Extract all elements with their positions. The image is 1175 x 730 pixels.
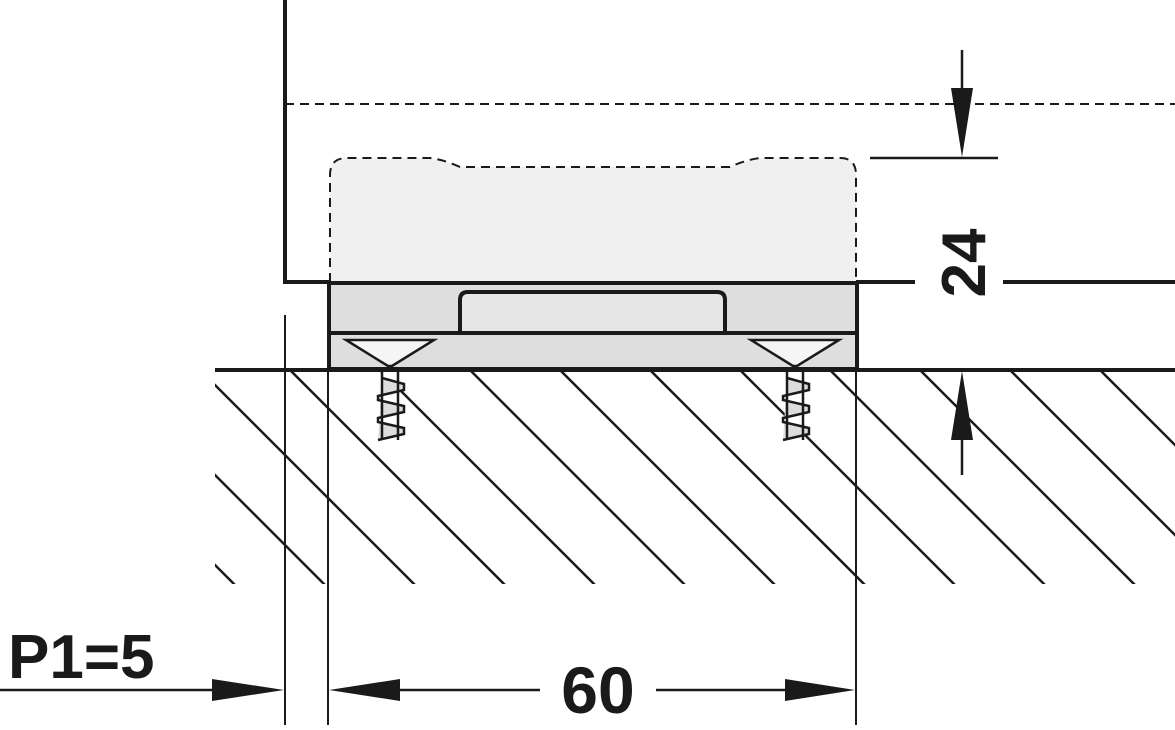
- screw-right-icon: [781, 372, 811, 442]
- hatch-line: [215, 473, 326, 584]
- hatch-line: [830, 372, 1046, 584]
- hatch-line: [920, 372, 1136, 584]
- countersink-left: [341, 338, 439, 368]
- width-arrow-left-icon: [329, 679, 400, 701]
- hatch-line: [740, 372, 956, 584]
- hatch-line: [470, 372, 686, 584]
- fitting-ghost-outline: [329, 157, 857, 283]
- p1-arrow-icon: [212, 679, 284, 701]
- hatch-line: [1100, 372, 1175, 447]
- hatch-line: [215, 563, 236, 584]
- width-label: 60: [561, 653, 634, 727]
- hatch-line: [1010, 372, 1175, 537]
- height-label: 24: [930, 228, 999, 297]
- hatch-line: [290, 372, 506, 584]
- screw-left-icon: [376, 372, 406, 442]
- floor-hatching: [215, 372, 1175, 584]
- hatch-line: [380, 372, 596, 584]
- countersink-right: [746, 338, 844, 368]
- hatch-line: [560, 372, 776, 584]
- p1-label: P1=5: [8, 623, 155, 692]
- height-arrow-up-icon: [951, 371, 973, 440]
- hatch-line: [215, 383, 416, 584]
- fitting-raised-part: [458, 290, 727, 333]
- width-arrow-right-icon: [785, 679, 855, 701]
- height-arrow-down-icon: [951, 88, 973, 157]
- hatch-line: [650, 372, 866, 584]
